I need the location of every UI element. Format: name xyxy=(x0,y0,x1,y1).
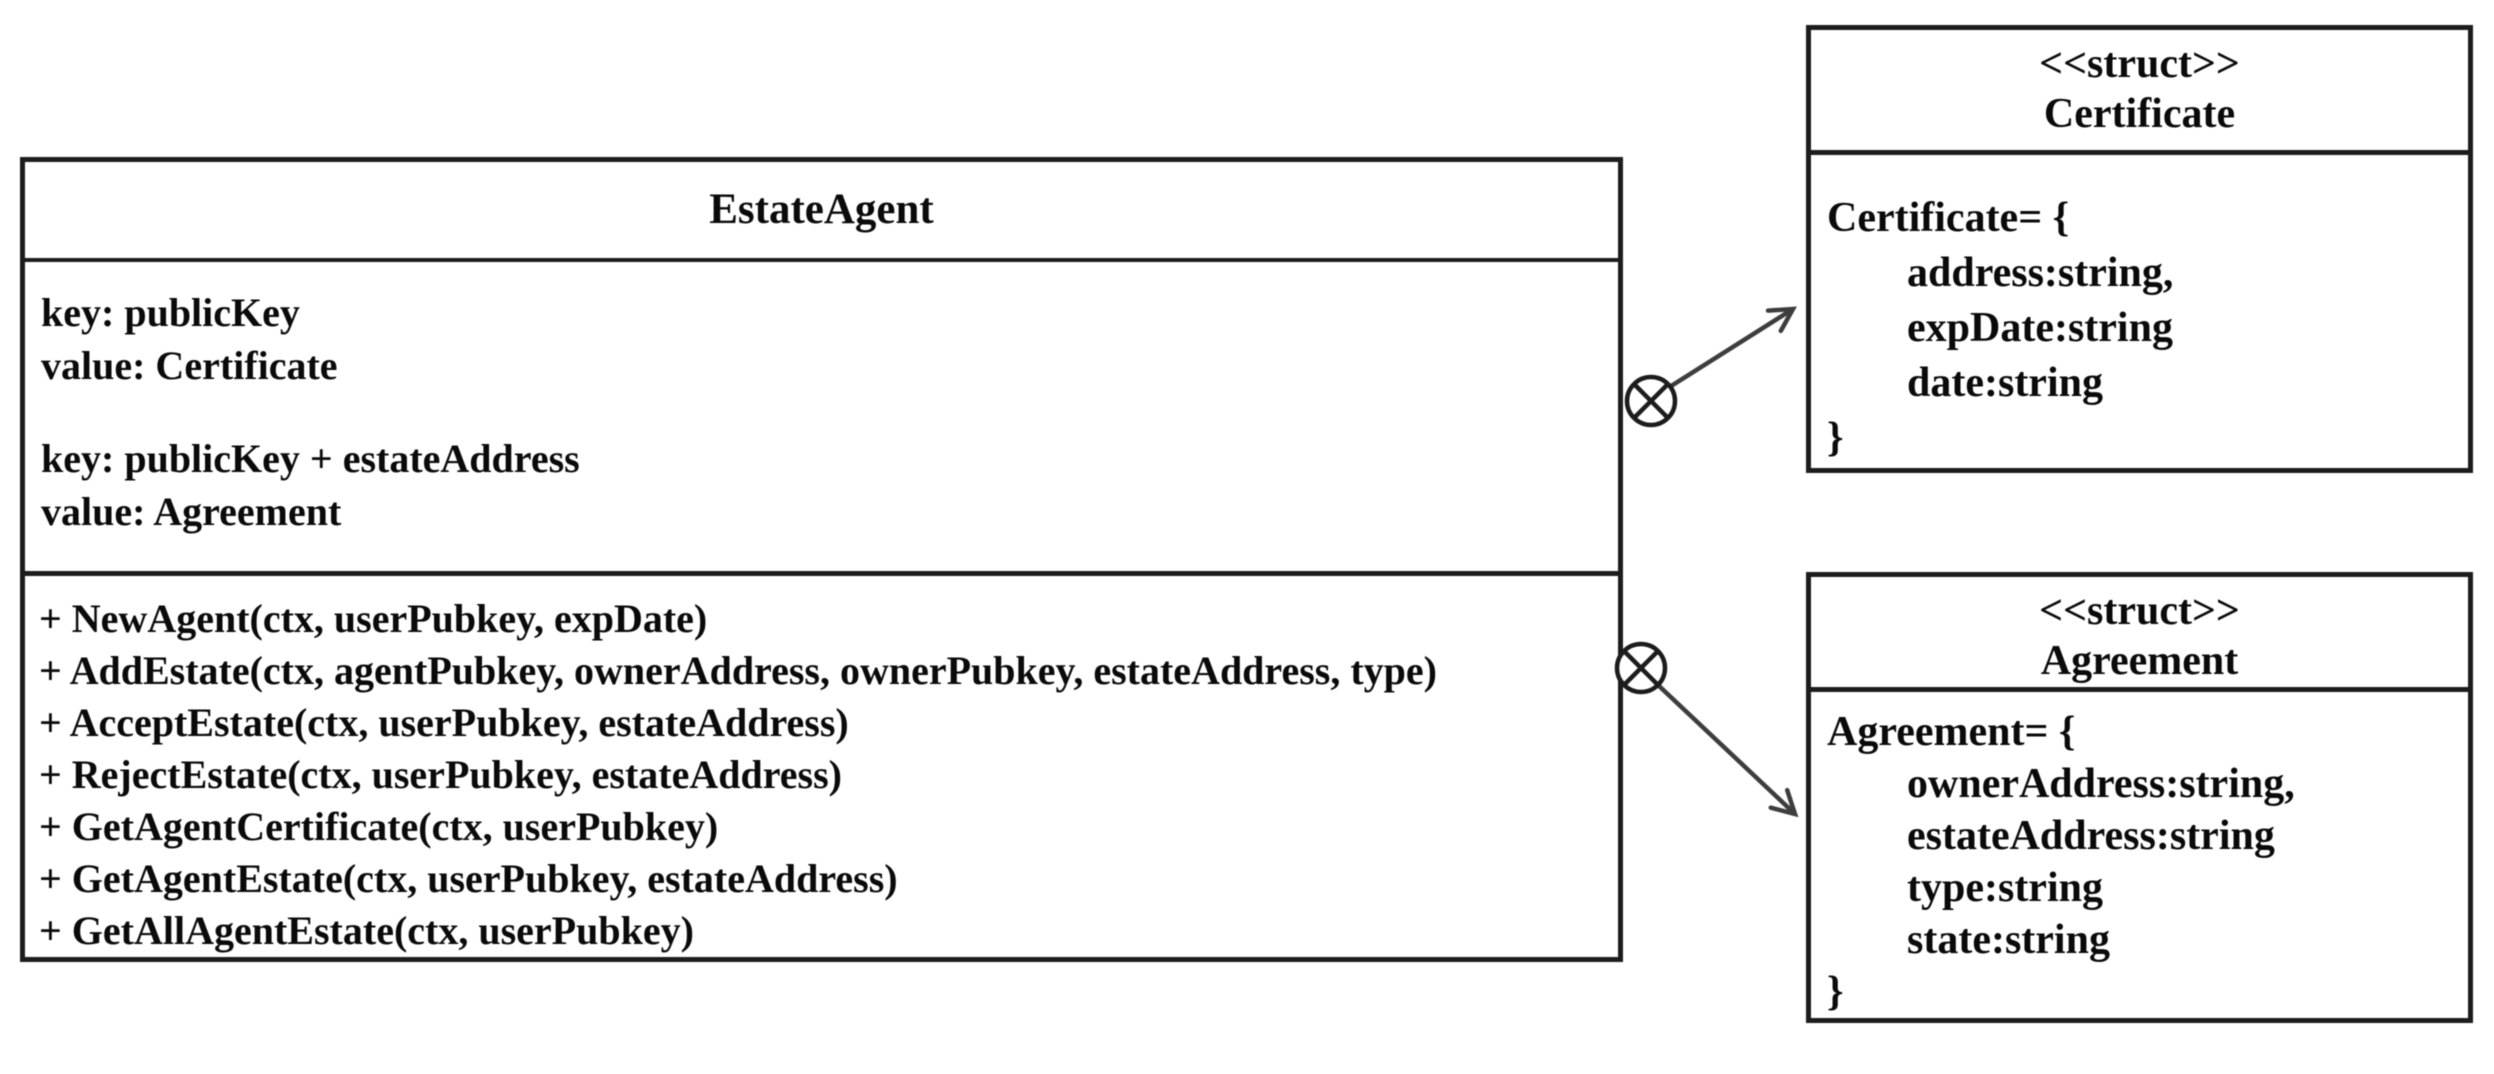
struct-header-agreement: <<struct>> Agreement xyxy=(1811,577,2468,692)
connector-certificate xyxy=(1624,306,1797,428)
methods-compartment: + NewAgent(ctx, userPubkey, expDate) + A… xyxy=(25,576,1618,957)
struct-title-certificate: Certificate xyxy=(2043,91,2236,137)
attribute-line: key: publicKey xyxy=(41,289,300,335)
struct-body-agreement: Agreement= { ownerAddress:string, estate… xyxy=(1811,692,2468,1018)
method-line: + RejectEstate(ctx, userPubkey, estateAd… xyxy=(39,752,842,797)
attribute-line-blank xyxy=(41,392,1608,432)
field-line: } xyxy=(1827,969,1844,1015)
struct-title-agreement: Agreement xyxy=(2040,638,2239,684)
arrow-line xyxy=(1656,683,1799,818)
class-box-estate-agent: EstateAgent key: publicKey value: Certif… xyxy=(20,157,1623,962)
field-line: date:string xyxy=(1907,360,2103,406)
struct-header-certificate: <<struct>> Certificate xyxy=(1811,30,2468,155)
field-line: address:string, xyxy=(1907,250,2174,296)
connector-agreement xyxy=(1614,641,1799,818)
field-line: Certificate= { xyxy=(1827,195,2070,241)
stereotype-label: <<struct>> xyxy=(2039,588,2240,634)
struct-body-certificate: Certificate= { address:string, expDate:s… xyxy=(1811,155,2468,466)
crossed-circle-icon xyxy=(1624,374,1678,428)
method-line: + GetAgentEstate(ctx, userPubkey, estate… xyxy=(39,856,898,901)
field-line: estateAddress:string xyxy=(1907,813,2275,859)
field-line: state:string xyxy=(1907,917,2110,963)
stereotype-label: <<struct>> xyxy=(2039,41,2240,87)
class-title-estate-agent: EstateAgent xyxy=(25,162,1618,262)
struct-box-agreement: <<struct>> Agreement Agreement= { ownerA… xyxy=(1806,572,2473,1023)
method-line: + AcceptEstate(ctx, userPubkey, estateAd… xyxy=(39,700,849,745)
attribute-line: value: Agreement xyxy=(41,488,342,534)
method-line: + NewAgent(ctx, userPubkey, expDate) xyxy=(39,596,708,641)
struct-box-certificate: <<struct>> Certificate Certificate= { ad… xyxy=(1806,25,2473,473)
field-line: expDate:string xyxy=(1907,305,2173,351)
crossed-circle-icon xyxy=(1614,641,1668,695)
arrow-line xyxy=(1666,306,1797,390)
method-line: + GetAllAgentEstate(ctx, userPubkey) xyxy=(39,908,694,953)
field-line: type:string xyxy=(1907,865,2103,911)
field-line: } xyxy=(1827,415,1844,461)
attribute-line: key: publicKey + estateAddress xyxy=(41,435,580,481)
attribute-line: value: Certificate xyxy=(41,342,338,388)
method-line: + GetAgentCertificate(ctx, userPubkey) xyxy=(39,804,719,849)
field-line: Agreement= { xyxy=(1827,709,2076,755)
method-line: + AddEstate(ctx, agentPubkey, ownerAddre… xyxy=(39,648,1437,693)
attributes-compartment: key: publicKey value: Certificate key: p… xyxy=(25,262,1618,576)
field-line: ownerAddress:string, xyxy=(1907,761,2295,807)
